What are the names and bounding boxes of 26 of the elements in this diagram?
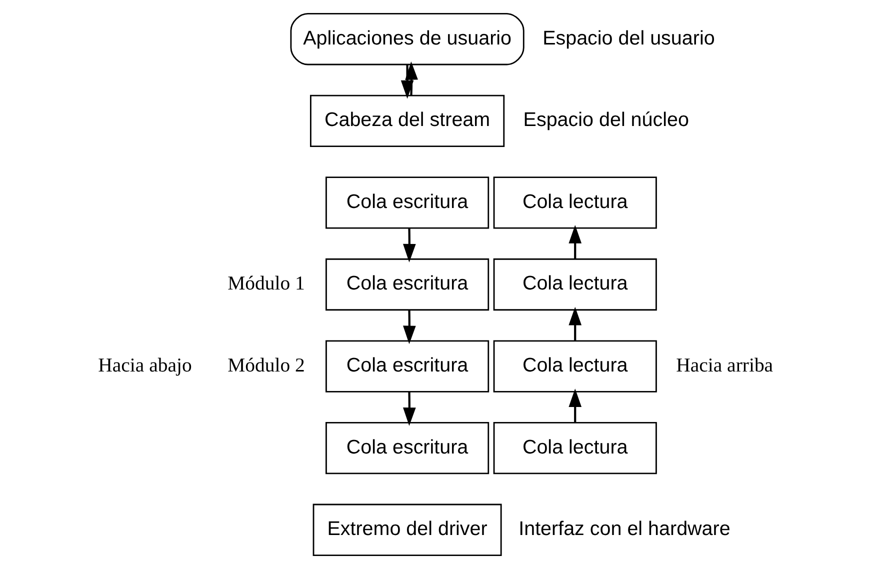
- label: Espacio del usuario: [542, 27, 714, 50]
- node-box: Cola lectura: [492, 340, 656, 392]
- arrow: [568, 306, 582, 341]
- label: Espacio del núcleo: [522, 109, 688, 132]
- label: Interfaz con el hardware: [518, 518, 730, 540]
- label: Hacia abajo: [98, 354, 192, 377]
- arrow: [402, 310, 416, 344]
- arrow: [402, 392, 416, 426]
- node-box: Cola escritura: [325, 422, 489, 474]
- node-box: Cola lectura: [492, 176, 656, 229]
- arrow: [404, 61, 418, 96]
- arrow: [400, 64, 414, 99]
- arrow: [568, 388, 582, 423]
- node-box: Extremo del driver: [312, 504, 502, 556]
- node-box: Cola lectura: [492, 258, 656, 311]
- arrow: [568, 225, 582, 260]
- label: Módulo 2: [227, 354, 304, 377]
- label: Módulo 1: [227, 272, 304, 295]
- arrow: [402, 228, 416, 262]
- node-box: Aplicaciones de usuario: [290, 13, 524, 66]
- node-box: Cola escritura: [325, 176, 489, 229]
- label: Hacia arriba: [676, 354, 773, 377]
- node-box: Cola lectura: [492, 422, 656, 474]
- node-box: Cola escritura: [325, 258, 489, 311]
- node-box: Cabeza del stream: [309, 94, 504, 147]
- node-box: Cola escritura: [325, 340, 489, 392]
